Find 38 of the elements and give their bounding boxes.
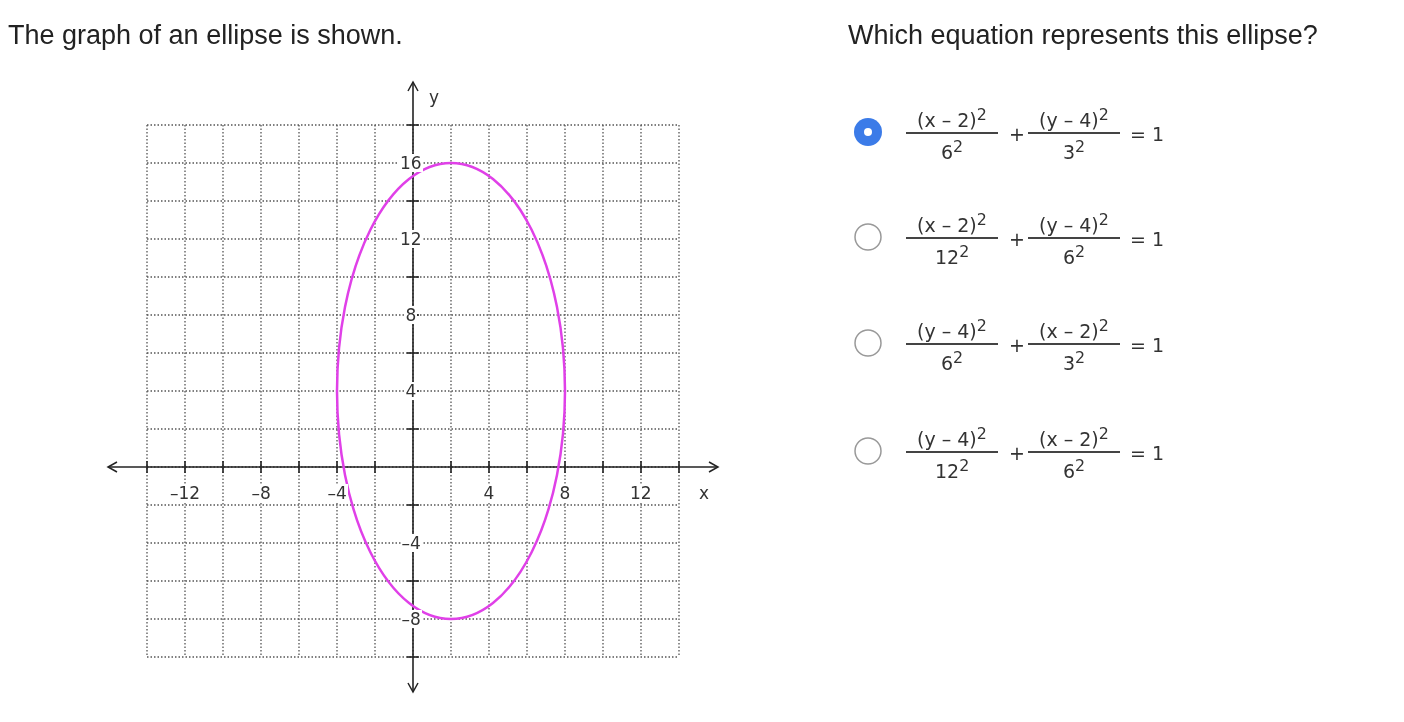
question-text: The graph of an ellipse is shown. — [8, 20, 403, 51]
tick-label: 4 — [404, 382, 418, 400]
equation-denominator: 12$^{2}$ — [935, 241, 970, 269]
equation-numerator: (y – 4)$^{2}$ — [1039, 104, 1109, 132]
plus-sign: + — [1009, 334, 1025, 356]
equation-numerator: (x – 2)$^{2}$ — [917, 209, 987, 237]
equation-numerator: (x – 2)$^{2}$ — [1039, 423, 1109, 451]
equation-denominator: 6$^{2}$ — [1063, 455, 1086, 483]
plus-sign: + — [1009, 123, 1025, 145]
tick-label: –8 — [250, 484, 272, 502]
equation-denominator: 6$^{2}$ — [941, 347, 964, 375]
question-text: Which equation represents this ellipse? — [848, 20, 1318, 51]
tick-label: 12 — [399, 230, 423, 248]
equation-denominator: 12$^{2}$ — [935, 455, 970, 483]
equation-numerator: (x – 2)$^{2}$ — [917, 104, 987, 132]
tick-label: 4 — [482, 484, 496, 502]
equation-right-side: = 1 — [1130, 228, 1165, 250]
equation-denominator: 3$^{2}$ — [1063, 136, 1086, 164]
equation-denominator: 6$^{2}$ — [941, 136, 964, 164]
tick-label: –8 — [400, 610, 422, 628]
equation-right-side: = 1 — [1130, 123, 1165, 145]
equation-numerator: (y – 4)$^{2}$ — [1039, 209, 1109, 237]
tick-label: 12 — [629, 484, 653, 502]
tick-label: 8 — [558, 484, 572, 502]
plus-sign: + — [1009, 442, 1025, 464]
tick-label: –4 — [326, 484, 348, 502]
equation-numerator: (x – 2)$^{2}$ — [1039, 315, 1109, 343]
plus-sign: + — [1009, 228, 1025, 250]
tick-label: 8 — [404, 306, 418, 324]
equation-numerator: (y – 4)$^{2}$ — [917, 315, 987, 343]
equation-denominator: 6$^{2}$ — [1063, 241, 1086, 269]
equation-numerator: (y – 4)$^{2}$ — [917, 423, 987, 451]
equation-denominator: 3$^{2}$ — [1063, 347, 1086, 375]
tick-label: 16 — [399, 154, 423, 172]
equation-right-side: = 1 — [1130, 334, 1165, 356]
tick-label: –4 — [400, 534, 422, 552]
tick-label: –12 — [169, 484, 202, 502]
equation-right-side: = 1 — [1130, 442, 1165, 464]
